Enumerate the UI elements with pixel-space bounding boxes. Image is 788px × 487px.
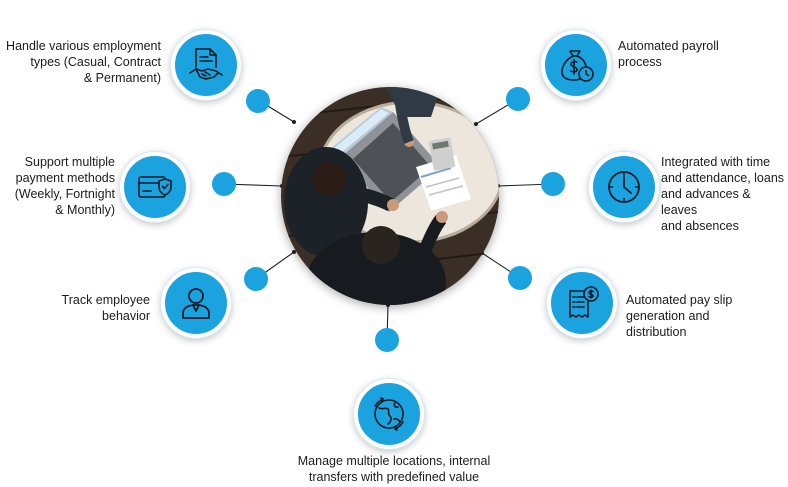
payment-methods-dot [212, 172, 236, 196]
handshake-document-icon [189, 48, 223, 80]
locations-icon-circle [354, 379, 424, 449]
employment-types-label: Handle various employment types (Casual,… [6, 39, 161, 85]
pay-slip-icon-circle [547, 268, 617, 338]
globe-transfer-icon [374, 397, 404, 431]
payroll-label: Automated payroll process [618, 39, 719, 69]
clock-icon [608, 171, 640, 203]
time-attendance-dot [541, 172, 565, 196]
pay-slip-icon [569, 286, 599, 318]
business-meeting-photo [281, 87, 499, 305]
pay-slip-label: Automated pay slip generation and distri… [626, 293, 733, 339]
payment-methods-label: Support multiple payment methods (Weekly… [14, 155, 115, 217]
employment-types-dot [246, 89, 270, 113]
time-attendance-label: Integrated with time and attendance, loa… [661, 155, 785, 233]
payment-methods-icon-circle [120, 152, 190, 222]
user-icon [182, 288, 210, 319]
employee-behavior-icon-circle [161, 268, 231, 338]
employee-behavior-dot [244, 267, 268, 291]
secure-card-icon [138, 176, 172, 198]
locations-dot [375, 328, 399, 352]
money-bag-clock-icon [561, 50, 594, 82]
payroll-icon-circle [541, 30, 611, 100]
locations-label: Manage multiple locations, internal tran… [297, 454, 491, 484]
employee-behavior-label: Track employee behavior [61, 293, 150, 323]
time-attendance-icon-circle [589, 152, 659, 222]
payroll-dot [506, 87, 530, 111]
employment-types-icon-circle [171, 30, 241, 100]
pay-slip-dot [508, 266, 532, 290]
